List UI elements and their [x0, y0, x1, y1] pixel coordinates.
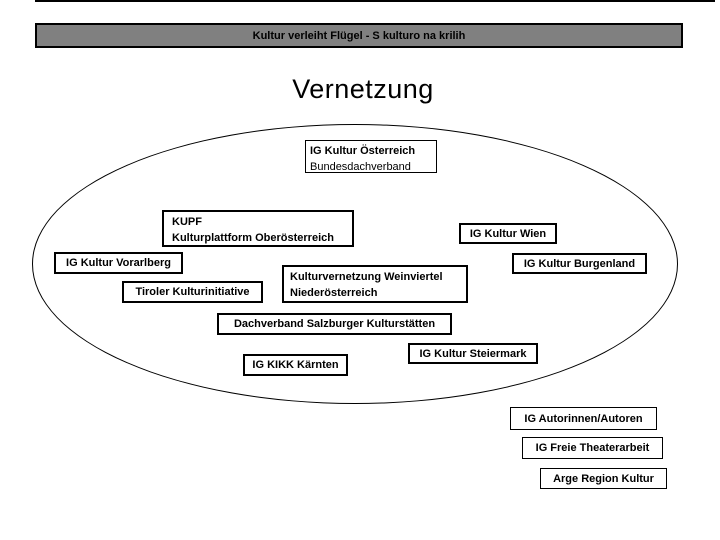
node-kupf: KUPF Kulturplattform Oberösterreich [162, 210, 354, 247]
node-label: Tiroler Kulturinitiative [135, 286, 250, 298]
node-label: KUPF [172, 216, 202, 228]
node-label: IG Kultur Burgenland [523, 257, 636, 270]
node-label: IG Kultur Wien [469, 227, 547, 240]
slide-header-text: Kultur verleiht Flügel - S kulturo na kr… [252, 29, 466, 42]
page-title: Vernetzung [292, 74, 434, 104]
node-sublabel: Niederösterreich [290, 287, 378, 299]
node-ig-kultur-vorarlberg: IG Kultur Vorarlberg [54, 252, 183, 274]
node-ig-kultur-burgenland: IG Kultur Burgenland [512, 253, 647, 274]
node-kulturvernetzung-niederoesterreich: Kulturvernetzung Weinviertel Niederöster… [282, 265, 468, 303]
node-sublabel: Bundesdachverband [310, 161, 411, 173]
network-ellipse [32, 124, 678, 404]
node-label: Arge Region Kultur [553, 472, 654, 485]
node-sublabel: Kulturplattform Oberösterreich [172, 232, 334, 244]
slide-header-bar: Kultur verleiht Flügel - S kulturo na kr… [35, 23, 683, 48]
node-label: Kulturvernetzung Weinviertel [290, 271, 443, 283]
node-ig-freie-theaterarbeit: IG Freie Theaterarbeit [522, 437, 663, 459]
node-tiroler-kulturinitiative: Tiroler Kulturinitiative [122, 281, 263, 303]
node-label: Dachverband Salzburger Kulturstätten [233, 318, 436, 330]
node-label: IG Kultur Vorarlberg [66, 257, 171, 269]
node-dachverband-salzburger-kulturstaetten: Dachverband Salzburger Kulturstätten [217, 313, 452, 335]
node-label: IG Kultur Österreich [310, 145, 416, 157]
node-ig-kultur-steiermark: IG Kultur Steiermark [408, 343, 538, 364]
node-ig-kultur-oesterreich: IG Kultur Österreich Bundesdachverband [305, 140, 437, 173]
node-arge-region-kultur: Arge Region Kultur [540, 468, 667, 489]
node-ig-autorinnen-autoren: IG Autorinnen/Autoren [510, 407, 657, 430]
top-rule-line [35, 0, 715, 2]
node-label: IG Freie Theaterarbeit [535, 442, 650, 454]
node-ig-kikk-kaernten: IG KIKK Kärnten [243, 354, 348, 376]
node-label: IG KIKK Kärnten [252, 359, 339, 371]
node-ig-kultur-wien: IG Kultur Wien [459, 223, 557, 244]
node-label: IG Autorinnen/Autoren [524, 412, 643, 425]
node-label: IG Kultur Steiermark [419, 347, 527, 360]
